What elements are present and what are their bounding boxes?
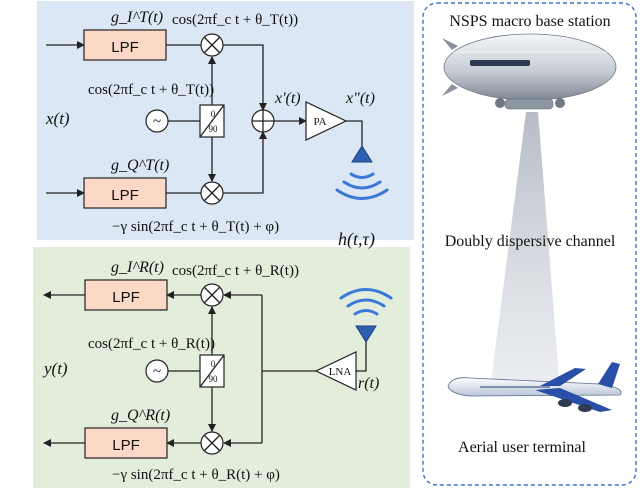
tx-carrier-mid: cos(2πf_c t + θ_T(t)) — [88, 82, 214, 98]
rx-carrier-bottom: −γ sin(2πf_c t + θ_R(t) + φ) — [112, 467, 280, 483]
tx-lpf-top-label: LPF — [111, 39, 139, 56]
station-label: NSPS macro base station — [449, 13, 610, 30]
tx-carrier-top: cos(2πf_c t + θ_T(t)) — [172, 12, 298, 28]
channel-beam — [490, 112, 560, 390]
tx-power-amplifier — [305, 101, 348, 141]
rx-lpf-top-label: LPF — [112, 289, 140, 306]
rx-input-r: r(t) — [358, 375, 379, 392]
tx-lpf-bottom-label: LPF — [111, 187, 139, 204]
tx-phase-0: 0 — [211, 109, 216, 119]
tx-gI-label: g_I^T(t) — [111, 9, 163, 26]
tx-x-prime: x'(t) — [274, 90, 301, 107]
rx-radio-waves — [339, 288, 393, 316]
tx-carrier-bottom: −γ sin(2πf_c t + θ_T(t) + φ) — [112, 219, 279, 235]
rx-lpf-top — [84, 279, 168, 311]
channel-label: h(t,τ) — [338, 229, 375, 250]
rx-output-y: y(t) — [42, 359, 68, 378]
tx-antenna — [351, 145, 373, 163]
airship-icon — [442, 33, 617, 110]
tx-radio-waves — [335, 172, 389, 200]
scenario-panel: NSPS macro base station Doubly dispersiv… — [442, 13, 622, 456]
tx-mixer-bottom — [200, 181, 224, 205]
rx-lna-label: LNA — [329, 366, 352, 378]
tx-x-double-prime: x"(t) — [345, 90, 375, 107]
transmitter-block: LPF LPF 0 90 ~ PA — [45, 9, 389, 235]
tx-gQ-label: g_Q^T(t) — [111, 157, 169, 174]
rx-gQ-label: g_Q^R(t) — [111, 407, 170, 424]
terminal-label: Aerial user terminal — [458, 439, 587, 456]
rx-antenna — [355, 325, 377, 343]
scenario-panel-border — [422, 2, 637, 486]
rx-phase-0: 0 — [211, 359, 216, 369]
tx-summer — [251, 109, 275, 133]
rx-gI-label: g_I^R(t) — [111, 259, 164, 276]
tx-mixer-top — [200, 33, 224, 57]
rx-carrier-mid: cos(2πf_c t + θ_R(t)) — [88, 336, 215, 352]
tx-phase-90: 90 — [209, 124, 219, 134]
channel-type-label: Doubly dispersive channel — [445, 233, 616, 250]
tx-lpf-top — [83, 29, 167, 61]
rx-mixer-top — [200, 283, 224, 307]
tx-pa-label: PA — [313, 116, 326, 128]
tx-oscillator-symbol: ~ — [153, 114, 161, 130]
rx-lpf-bottom-label: LPF — [112, 437, 140, 454]
rx-oscillator-symbol: ~ — [153, 364, 161, 380]
tx-input-x: x(t) — [45, 109, 70, 128]
airplane-icon — [447, 362, 622, 412]
rx-phase-90: 90 — [209, 374, 219, 384]
receiver-block: LPF LPF 0 90 ~ LNA — [42, 259, 393, 483]
rx-mixer-bottom — [200, 431, 224, 455]
rx-carrier-top: cos(2πf_c t + θ_R(t)) — [172, 263, 299, 279]
